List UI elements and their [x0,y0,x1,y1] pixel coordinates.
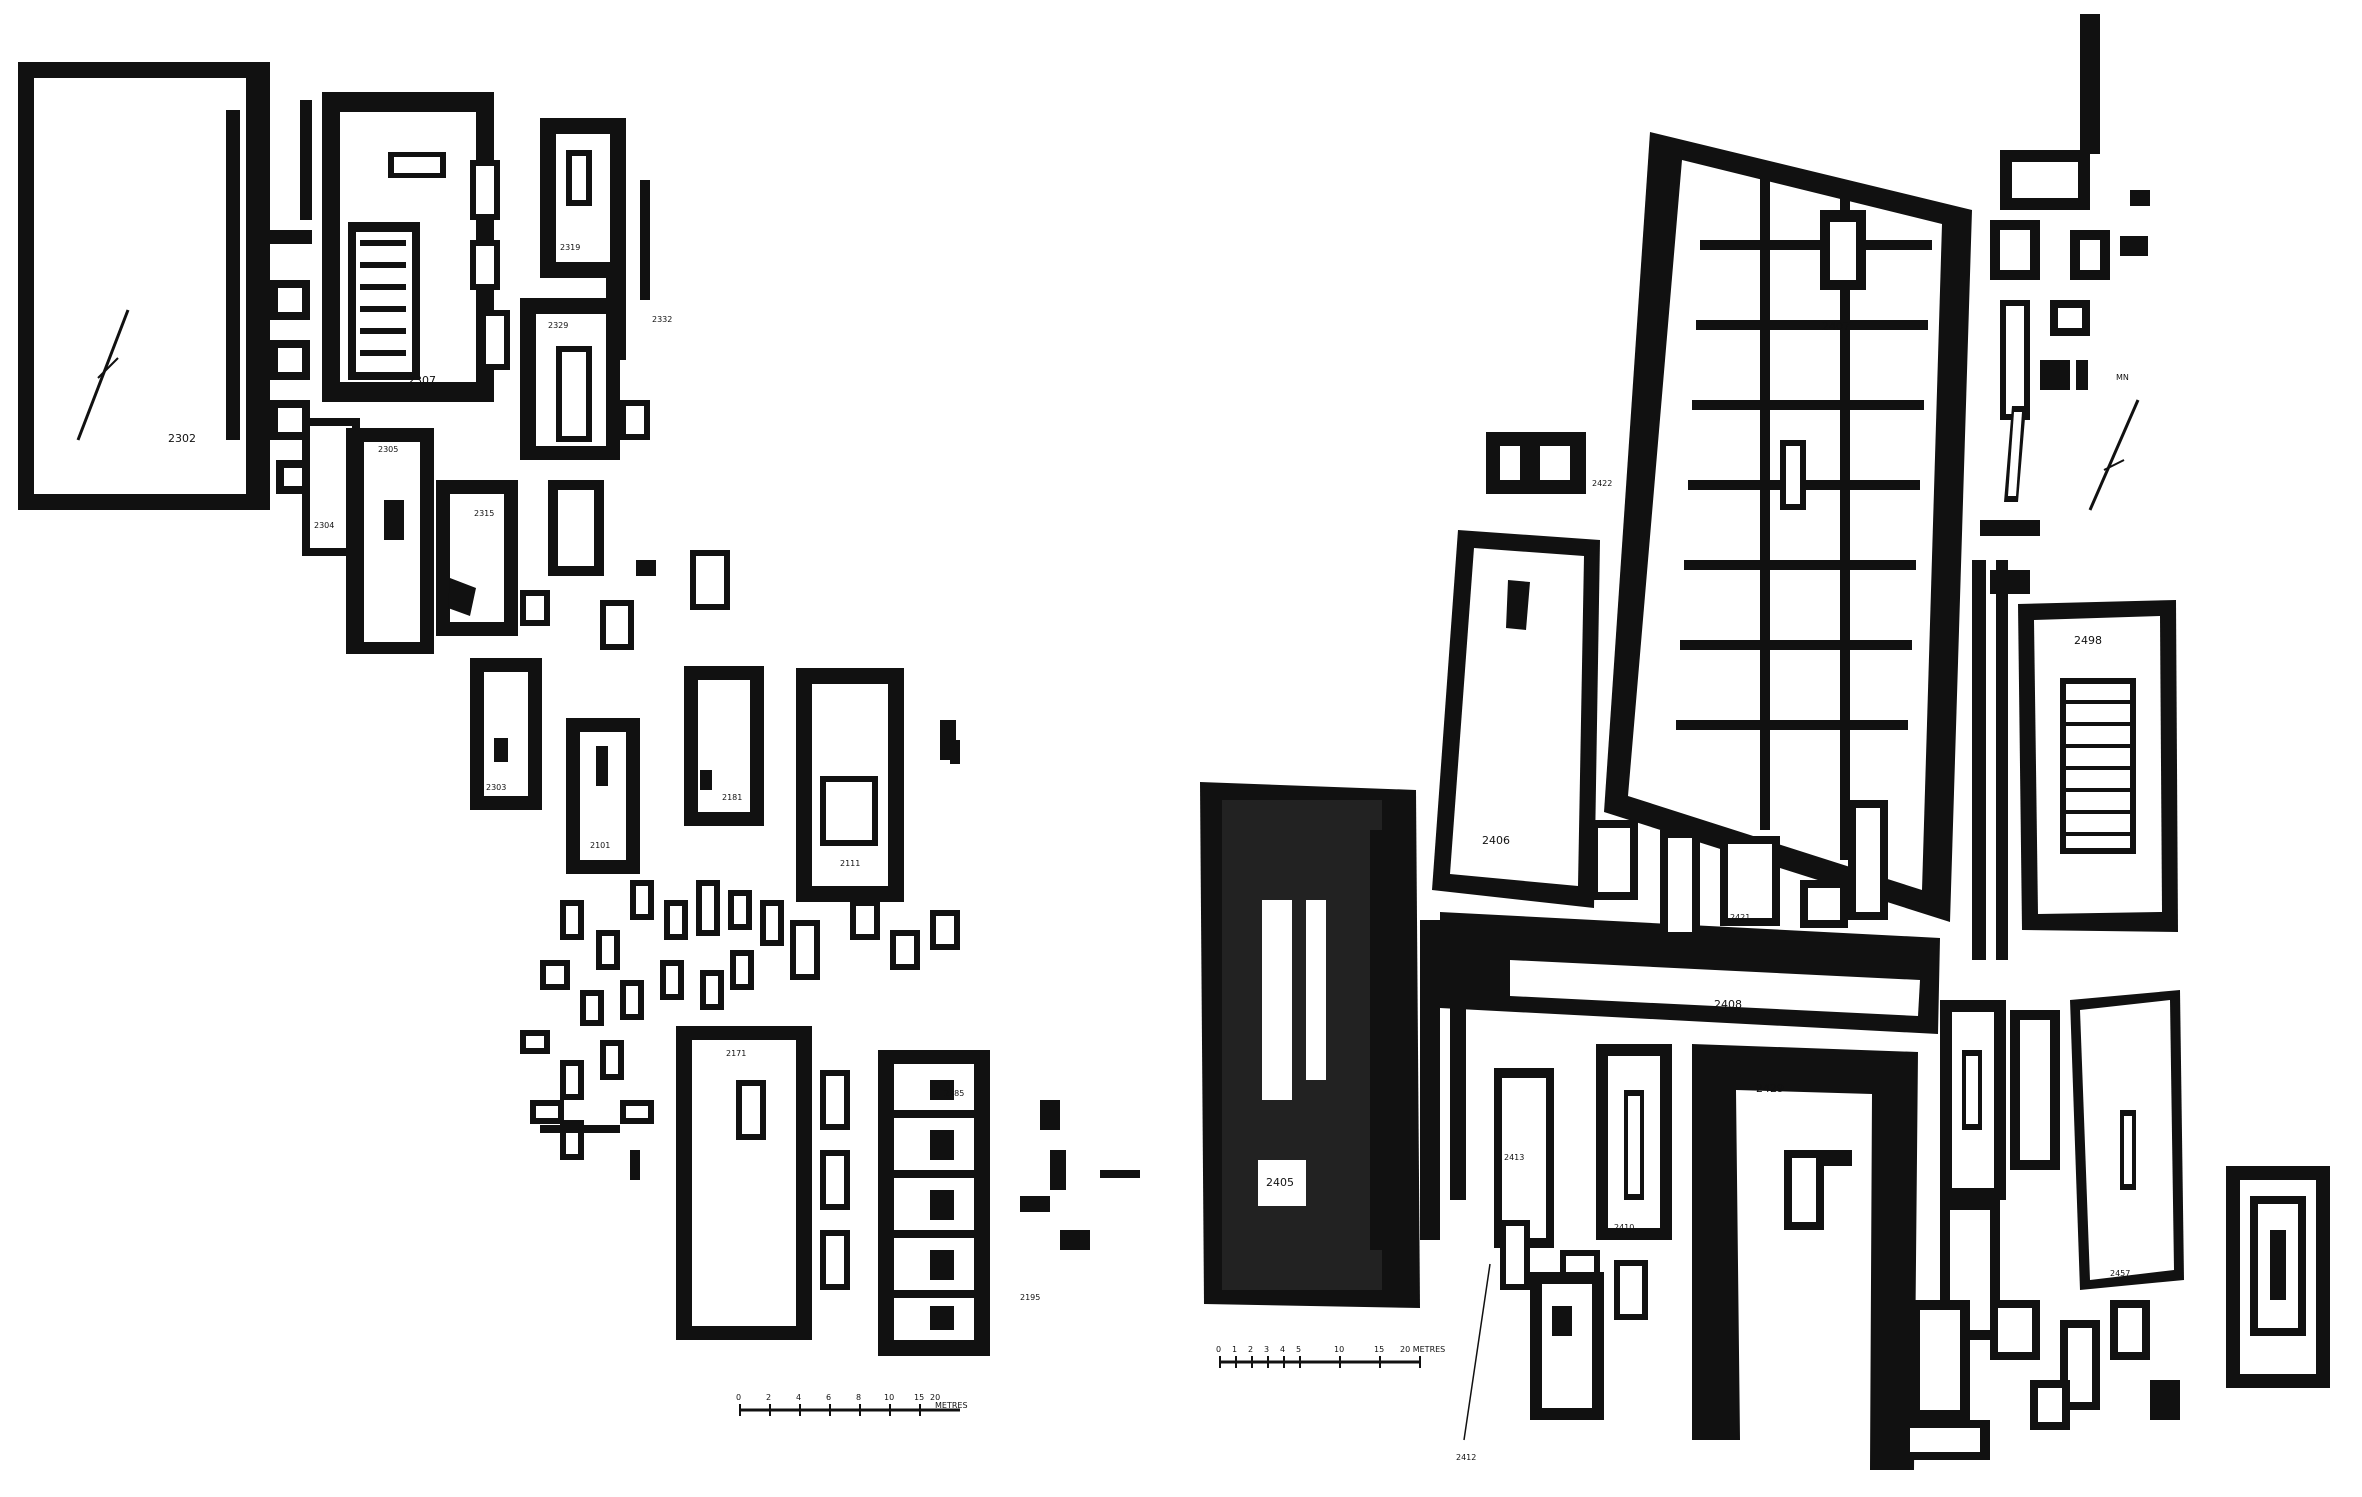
label-2406: 2406 [1482,834,1510,847]
label-2457: 2457 [2110,1269,2130,1278]
label-2429: 2429 [1756,1082,1784,1095]
structure-2101: 2101 [566,718,640,874]
structure-2307: 2307 [322,92,494,402]
label-2305: 2305 [378,445,398,454]
label-2195: 2195 [1020,1293,1040,1302]
scale-east-tick-1: 1 [1232,1345,1237,1354]
small-structures-west-south [820,1070,1140,1290]
label-2421: 2421 [1730,913,1750,922]
structure-2406: 2406 [1432,530,1600,908]
label-2185: 2185 [944,1089,964,1098]
label-2303: 2303 [486,783,506,792]
label-2111: 2111 [840,859,860,868]
structure-2315: 2315 [436,480,518,636]
small-structures-west-mid [470,160,730,650]
court-east: MN [2004,373,2140,511]
scale-east-tick-6: 10 [1334,1345,1344,1354]
scale-west-tick-6: 15 [914,1393,924,1402]
label-2407: 2407 [1822,320,1850,333]
scale-east-tick-0: 0 [1216,1345,1221,1354]
label-2332: 2332 [652,315,672,324]
label-2307: 2307 [408,374,436,387]
north-arrow-label: MN [2116,373,2129,382]
structure-2457: 2457 [2070,990,2184,1290]
structure-2319: 2319 [540,118,626,278]
small-houses-cluster [520,720,960,1180]
scale-east-tick-7: 15 [1374,1345,1384,1354]
structure-2412-callout: 2412 [1456,1263,1491,1462]
label-2171: 2171 [726,1049,746,1058]
structures-northeast [1990,14,2150,420]
scale-west-tick-4: 8 [856,1393,861,1402]
structure-2171: 2171 [676,1026,812,1340]
label-2410: 2410 [1614,1223,1634,1232]
corridor-cells-west [270,100,312,494]
west-building-group: 2302 2307 [18,62,1140,1416]
structure-2181: 2181 [684,666,764,826]
scale-west-tick-2: 4 [796,1393,801,1402]
label-2405: 2405 [1266,1176,1294,1189]
scale-west-tick-8: METRES [935,1401,968,1410]
label-2329: 2329 [548,321,568,330]
structure-2422: 2422 [1486,432,1612,494]
label-2408: 2408 [1714,998,1742,1011]
structure-2407: 2407 [1604,132,1972,922]
scale-east-tick-2: 2 [1248,1345,1253,1354]
structure-2185: 2185 2195 [878,1050,1040,1356]
scale-bar-west: 0 2 4 6 8 10 15 20 METRES [736,1393,968,1416]
structures-southeast [1876,1000,2180,1460]
label-2412: 2412 [1456,1453,1476,1462]
structure-2403 [1530,1272,1604,1420]
scale-east-tick-3: 3 [1264,1345,1269,1354]
structure-2329: 2329 2332 [520,298,672,460]
east-building-group: 2407 2422 2406 [1200,14,2330,1470]
label-2101: 2101 [590,841,610,850]
structure-2408: 2408 [1440,912,1940,1034]
label-2422: 2422 [1592,479,1612,488]
label-2304: 2304 [314,521,334,530]
scale-east-tick-5: 5 [1296,1345,1301,1354]
structure-2111: 2111 [796,668,904,902]
scale-bar-east: 0 1 2 3 4 5 10 15 20 METRES [1216,1345,1445,1368]
label-2319: 2319 [560,243,580,252]
scale-west-tick-3: 6 [826,1393,831,1402]
scale-east-tick-8: 20 METRES [1400,1345,1445,1354]
structure-2302: 2302 [18,62,270,510]
structure-2410: 2410 [1596,1044,1672,1240]
label-2315: 2315 [474,509,494,518]
scale-east-tick-4: 4 [1280,1345,1285,1354]
label-2413: 2413 [1504,1153,1524,1162]
scale-west-tick-5: 10 [884,1393,894,1402]
label-2181: 2181 [722,793,742,802]
corridors-east [1972,520,2040,960]
scale-west-tick-0: 0 [736,1393,741,1402]
structure-2305: 2305 [346,428,434,654]
structure-2405: 2405 [1200,782,1420,1308]
label-2498: 2498 [2074,634,2102,647]
structure-far-east [2226,1166,2330,1388]
scale-west-tick-1: 2 [766,1393,771,1402]
structure-2303: 2303 [470,658,542,810]
label-2302: 2302 [168,432,196,445]
structure-2498: 2498 [2018,600,2178,932]
scale-west-tick-7: 20 [930,1393,940,1402]
